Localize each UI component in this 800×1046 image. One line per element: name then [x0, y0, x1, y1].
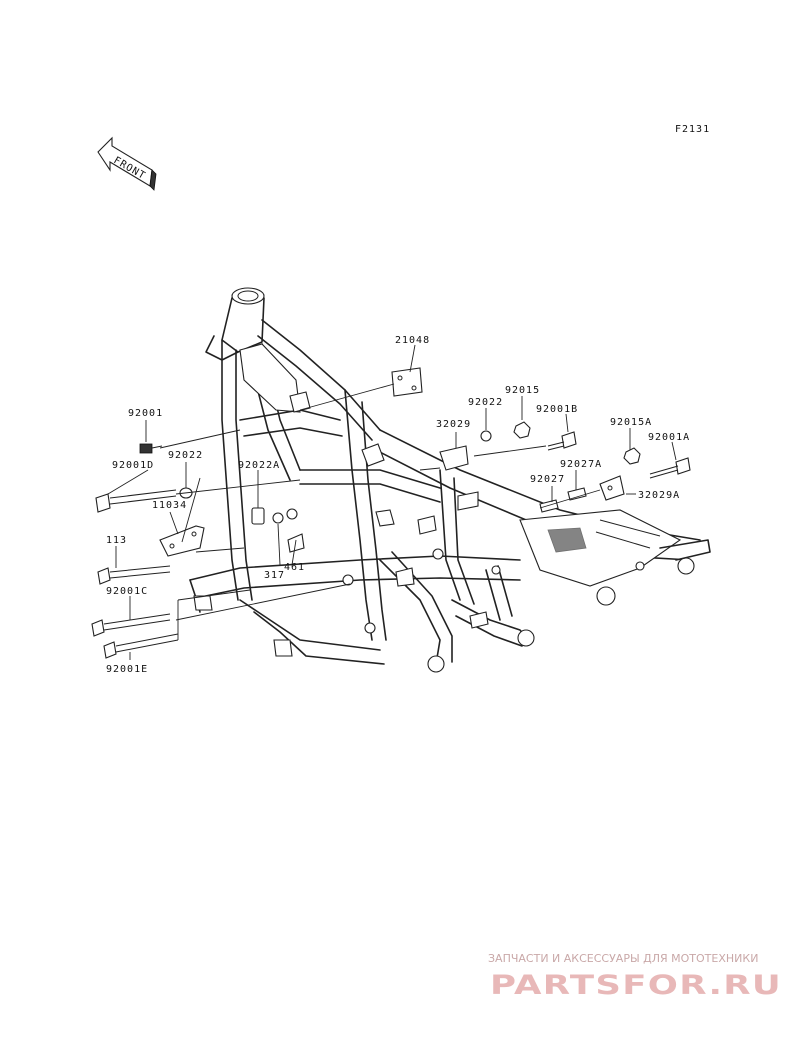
loose-parts: [91, 367, 691, 659]
callout-317: 317: [264, 570, 285, 581]
callout-92001e: 92001E: [106, 664, 148, 675]
front-arrow-icon: FRONT: [97, 136, 157, 191]
callout-92001c: 92001C: [106, 586, 148, 597]
callout-113: 113: [106, 535, 127, 546]
callout-92001: 92001: [128, 408, 163, 419]
callout-92015: 92015: [505, 385, 540, 396]
watermark-brand: PARTSFOR.RU: [490, 970, 782, 1001]
callout-21048: 21048: [395, 335, 430, 346]
callout-92027a: 92027A: [560, 459, 602, 470]
callout-92022-right: 92022: [468, 397, 503, 408]
leader-lines: [107, 344, 677, 660]
callout-92022-left: 92022: [168, 450, 203, 461]
callout-labels: 21048 92015 92022 92001B 32029 92015A 92…: [106, 335, 690, 675]
callout-92001a: 92001A: [648, 432, 690, 443]
watermark: ЗАПЧАСТИ И АКСЕССУАРЫ ДЛЯ МОТОТЕХНИКИ PA…: [488, 952, 782, 1001]
callout-32029: 32029: [436, 419, 471, 430]
figure-code: F2131: [675, 124, 710, 135]
callout-11034: 11034: [152, 500, 187, 511]
watermark-tagline: ЗАПЧАСТИ И АКСЕССУАРЫ ДЛЯ МОТОТЕХНИКИ: [488, 952, 758, 965]
motorcycle-frame-illustration: [189, 287, 711, 673]
callout-461: 461: [284, 562, 305, 573]
callout-92015a: 92015A: [610, 417, 652, 428]
callout-92001b: 92001B: [536, 404, 578, 415]
callout-92022a: 92022A: [238, 460, 280, 471]
callout-92001d: 92001D: [112, 460, 154, 471]
callout-92027: 92027: [530, 474, 565, 485]
callout-32029a: 32029A: [638, 490, 680, 501]
